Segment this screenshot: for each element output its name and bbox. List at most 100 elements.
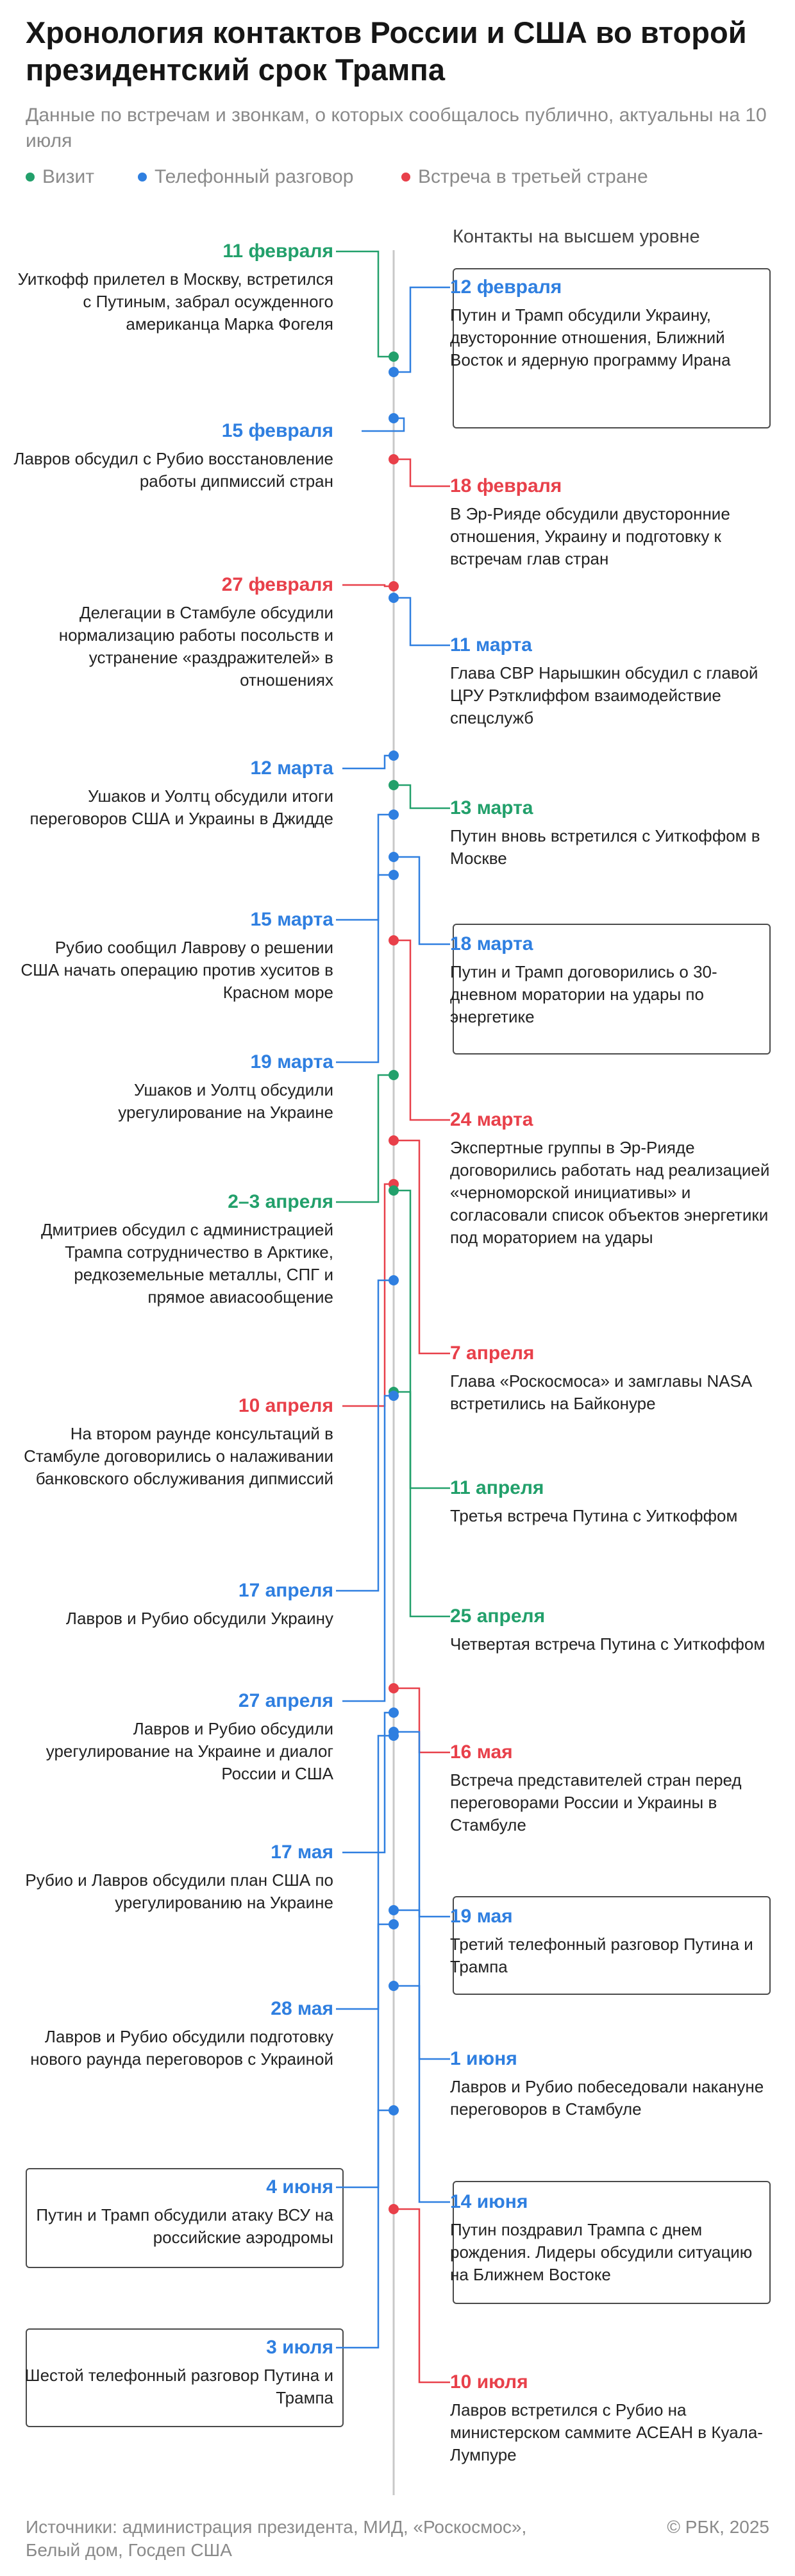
event-connector <box>394 1985 450 2203</box>
event-dot <box>389 1070 399 1080</box>
event-dot <box>389 367 399 377</box>
event-connector <box>394 458 450 487</box>
event-connector <box>394 1687 450 1754</box>
event-dot <box>389 1981 399 1991</box>
event-description: Экспертные группы в Эр-Рияде договорилис… <box>450 1138 770 1247</box>
event-connector <box>342 754 394 770</box>
event-connector <box>336 250 394 358</box>
event-date: 13 марта <box>450 797 533 818</box>
event-date: 11 февраля <box>222 241 333 262</box>
legend-label: Телефонный разговор <box>155 166 354 187</box>
event-connector <box>336 1279 394 1592</box>
event-date: 18 марта <box>450 933 533 954</box>
event-description: Ушаков и Уолтц обсудили итоги переговоро… <box>29 786 333 828</box>
event-date: 19 марта <box>250 1051 334 1072</box>
event-connector <box>394 1189 450 1489</box>
third-country-dot-icon <box>401 173 410 182</box>
event-description: Третий телефонный разговор Путина и Трам… <box>450 1935 753 1976</box>
event-connector <box>394 1731 450 1918</box>
event-description: Путин вновь встретился с Уиткоффом в Мос… <box>450 826 760 868</box>
event-date: 7 апреля <box>450 1343 535 1364</box>
page-title: Хронология контактов России и США во вто… <box>26 15 747 87</box>
event-description: В Эр-Рияде обсудили двусторонние отношен… <box>450 504 730 568</box>
event-description: Глава «Роскосмоса» и замглавы NASA встре… <box>450 1371 751 1413</box>
event-description: Ушаков и Уолтц обсудили урегулирование н… <box>118 1080 333 1122</box>
event-dot <box>389 750 399 761</box>
event-dot <box>389 2204 399 2214</box>
event-description: На втором раунде консультаций в Стамбуле… <box>24 1424 333 1488</box>
event-date: 19 мая <box>450 1906 513 1927</box>
top-level-contact-box <box>453 1896 771 1995</box>
top-level-contact-box <box>453 2181 771 2304</box>
event-date: 15 марта <box>250 909 334 930</box>
top-level-contact-box <box>453 924 771 1055</box>
event-dot <box>389 852 399 862</box>
sources-footer: Источники: администрация президента, МИД… <box>26 2517 527 2560</box>
event-connector <box>394 1139 450 1355</box>
visit-dot-icon <box>26 173 35 182</box>
event-date: 17 мая <box>271 1842 333 1863</box>
event-date: 4 июня <box>266 2176 333 2198</box>
event-date: 12 февраля <box>450 276 562 298</box>
event-description: Делегации в Стамбуле обсудили нормализац… <box>58 603 333 690</box>
event-connector <box>342 1394 394 1702</box>
event-description: Лавров и Рубио побеседовали накануне пер… <box>450 2077 764 2119</box>
event-date: 10 июля <box>450 2371 528 2393</box>
event-description: Путин и Трамп обсудили атаку ВСУ на росс… <box>36 2205 333 2247</box>
event-dot <box>389 1919 399 1929</box>
event-description: Путин поздравил Трампа с днем рождения. … <box>450 2220 753 2284</box>
event-description: Путин и Трамп обсудили Украину, двусторо… <box>450 305 731 369</box>
event-date: 27 апреля <box>238 1690 333 1711</box>
event-connector <box>394 784 450 809</box>
event-connector <box>336 1074 394 1203</box>
event-dot <box>389 1275 399 1285</box>
event-description: Лавров и Рубио обсудили Украину <box>65 1609 333 1628</box>
event-date: 16 мая <box>450 1741 513 1763</box>
event-date: 12 марта <box>250 758 334 779</box>
legend-label: Встреча в третьей стране <box>418 166 648 187</box>
event-dot <box>389 870 399 880</box>
top-level-contact-box <box>26 2168 344 2268</box>
event-connector <box>336 1923 394 2189</box>
event-date: 17 апреля <box>238 1580 333 1601</box>
event-dot <box>389 1707 399 1718</box>
event-description: Шестой телефонный разговор Путина и Трам… <box>24 2366 333 2407</box>
event-description: Рубио сообщил Лаврову о решении США нача… <box>21 938 333 1002</box>
event-date: 11 апреля <box>450 1477 544 1498</box>
event-description: Четвертая встреча Путина с Уиткоффом <box>450 1634 766 1654</box>
event-date: 10 апреля <box>238 1395 333 1416</box>
event-dot <box>389 454 399 464</box>
event-description: Лавров встретился с Рубио на министерско… <box>450 2400 763 2464</box>
event-connector <box>336 1734 394 2010</box>
event-date: 15 февраля <box>221 420 333 441</box>
event-connector <box>342 1183 394 1407</box>
phone-dot-icon <box>138 173 147 182</box>
event-dot <box>389 935 399 945</box>
event-date: 14 июня <box>450 2191 528 2212</box>
event-description: Уиткофф прилетел в Москву, встретился с … <box>17 269 333 334</box>
event-description: Путин и Трамп договорились о 30-дневном … <box>450 962 717 1026</box>
event-dot <box>389 1731 399 1741</box>
event-date: 27 февраля <box>221 574 333 595</box>
event-date: 28 мая <box>271 1998 333 2019</box>
